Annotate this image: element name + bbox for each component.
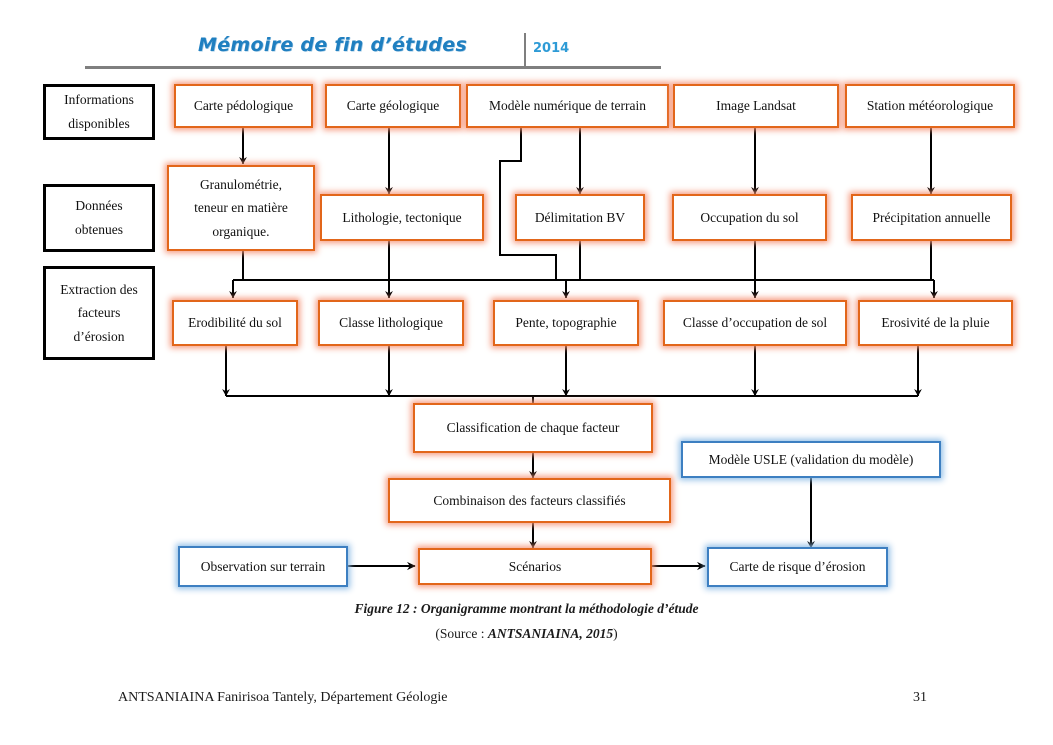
row-label-informations-disponibles: Informations disponibles bbox=[43, 84, 155, 140]
node-label: Pente, topographie bbox=[515, 315, 617, 331]
row-label-extraction-facteurs-erosion: Extraction des facteurs d’érosion bbox=[43, 266, 155, 360]
node-label: Erosivité de la pluie bbox=[881, 315, 990, 331]
node-erodibilite-du-sol[interactable]: Erodibilité du sol bbox=[172, 300, 298, 346]
node-observation-sur-terrain[interactable]: Observation sur terrain bbox=[178, 546, 348, 587]
node-label: Lithologie, tectonique bbox=[342, 209, 462, 225]
header-horizontal-rule bbox=[85, 66, 661, 69]
node-label: Combinaison des facteurs classifiés bbox=[433, 492, 626, 508]
node-combinaison-des-facteurs-classifies[interactable]: Combinaison des facteurs classifiés bbox=[388, 478, 671, 523]
node-label: Carte de risque d’érosion bbox=[729, 559, 866, 575]
node-granulometrie-teneur-matiere-organique[interactable]: Granulométrie, teneur en matière organiq… bbox=[167, 165, 315, 251]
node-occupation-du-sol[interactable]: Occupation du sol bbox=[672, 194, 827, 241]
figure-caption: Figure 12 : Organigramme montrant la mét… bbox=[354, 601, 699, 616]
figure-source: (Source : ANTSANIAINA, 2015) bbox=[0, 626, 1053, 642]
node-label: Carte géologique bbox=[346, 98, 440, 114]
node-carte-de-risque-erosion[interactable]: Carte de risque d’érosion bbox=[707, 547, 888, 587]
node-delimitation-bv[interactable]: Délimitation BV bbox=[515, 194, 645, 241]
document-header-title: Mémoire de fin d’études bbox=[198, 34, 468, 56]
node-classe-lithologique[interactable]: Classe lithologique bbox=[318, 300, 464, 346]
node-label: Carte pédologique bbox=[193, 98, 294, 114]
row-label-donnees-obtenues: Données obtenues bbox=[43, 184, 155, 252]
source-prefix: (Source : bbox=[435, 626, 488, 641]
footer-page-number: 31 bbox=[913, 690, 927, 705]
node-label: Classification de chaque facteur bbox=[446, 420, 620, 436]
node-station-meteorologique[interactable]: Station météorologique bbox=[845, 84, 1015, 128]
node-label: Observation sur terrain bbox=[200, 558, 326, 574]
node-carte-pedologique[interactable]: Carte pédologique bbox=[174, 84, 313, 128]
node-carte-geologique[interactable]: Carte géologique bbox=[325, 84, 461, 128]
row-label-text: Données obtenues bbox=[75, 198, 123, 237]
node-classe-occupation-de-sol[interactable]: Classe d’occupation de sol bbox=[663, 300, 847, 346]
header-vertical-separator bbox=[524, 33, 526, 67]
node-label: Classe lithologique bbox=[339, 315, 443, 331]
node-label: Scénarios bbox=[508, 558, 562, 574]
source-suffix: ) bbox=[613, 626, 618, 641]
footer-author-department: ANTSANIAINA Fanirisoa Tantely, Départeme… bbox=[118, 690, 448, 705]
node-modele-numerique-de-terrain[interactable]: Modèle numérique de terrain bbox=[466, 84, 669, 128]
node-label: Granulométrie, teneur en matière organiq… bbox=[194, 176, 288, 239]
node-label: Erodibilité du sol bbox=[188, 315, 282, 331]
node-label: Précipitation annuelle bbox=[872, 209, 991, 225]
node-erosivite-de-la-pluie[interactable]: Erosivité de la pluie bbox=[858, 300, 1013, 346]
node-label: Délimitation BV bbox=[534, 209, 626, 225]
node-label: Modèle USLE (validation du modèle) bbox=[708, 451, 914, 467]
node-modele-usle[interactable]: Modèle USLE (validation du modèle) bbox=[681, 441, 941, 478]
node-image-landsat[interactable]: Image Landsat bbox=[673, 84, 839, 128]
node-classification-de-chaque-facteur[interactable]: Classification de chaque facteur bbox=[413, 403, 653, 453]
node-scenarios[interactable]: Scénarios bbox=[418, 548, 652, 585]
node-precipitation-annuelle[interactable]: Précipitation annuelle bbox=[851, 194, 1012, 241]
source-reference: ANTSANIAINA, 2015 bbox=[487, 626, 614, 641]
node-label: Occupation du sol bbox=[700, 209, 799, 225]
row-label-text: Extraction des facteurs d’érosion bbox=[60, 281, 138, 344]
node-lithologie-tectonique[interactable]: Lithologie, tectonique bbox=[320, 194, 484, 241]
row-label-text: Informations disponibles bbox=[64, 92, 134, 131]
node-label: Modèle numérique de terrain bbox=[488, 98, 647, 114]
node-label: Classe d’occupation de sol bbox=[682, 315, 828, 331]
node-pente-topographie[interactable]: Pente, topographie bbox=[493, 300, 639, 346]
node-label: Image Landsat bbox=[716, 98, 796, 114]
document-header-year: 2014 bbox=[533, 41, 570, 56]
node-label: Station météorologique bbox=[866, 98, 994, 114]
